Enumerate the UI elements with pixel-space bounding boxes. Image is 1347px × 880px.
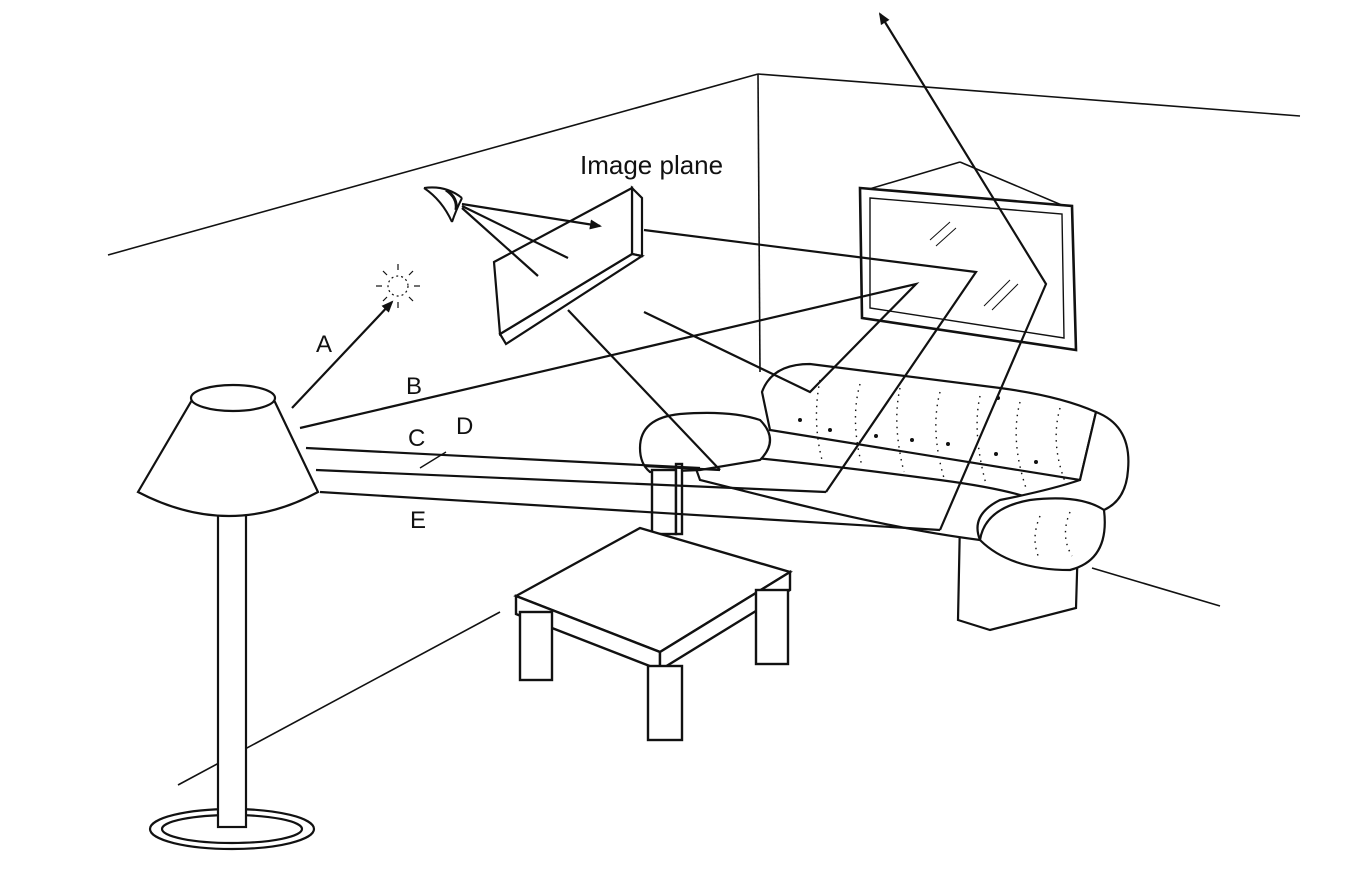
table-leg-back-left: [650, 468, 678, 536]
table-leg-front-center: [646, 664, 684, 742]
image-plane-face: [492, 186, 634, 336]
wall-corner-edge: [757, 73, 761, 373]
ceiling-edge-right: [757, 73, 1301, 117]
mirror-glint-2: [935, 227, 957, 247]
sofa-arm-right-scroll: [978, 497, 1105, 541]
floor-edge-right: [1091, 567, 1221, 607]
ray-label-b: B: [406, 373, 422, 400]
wall-mirror: [858, 161, 1078, 352]
ceiling-edge-left: [107, 73, 759, 256]
coffee-table: [513, 462, 793, 742]
table-leg-back-right: [674, 462, 684, 536]
mirror-frame: [858, 186, 1078, 352]
ray-label-d-leader: [419, 451, 447, 469]
eye-ray-3: [461, 207, 539, 277]
ray-label-c: C: [408, 425, 425, 452]
ray-a: [291, 300, 394, 409]
ray-label-a: A: [316, 331, 332, 358]
ray-label-e: E: [410, 507, 426, 534]
eye-ray-2: [461, 205, 569, 259]
sofa: [638, 362, 1130, 632]
mirror-glint-4: [991, 283, 1019, 311]
ray-c: [305, 446, 701, 470]
lamp-shade: [136, 398, 320, 517]
table-leg-front-left: [518, 610, 554, 682]
ray-b: [299, 282, 920, 430]
mirror-hanger-left: [865, 161, 961, 191]
ray-table-return: [643, 464, 721, 472]
light-burst-icon: [376, 264, 420, 308]
image-plane: [492, 185, 645, 346]
table-top: [513, 526, 793, 654]
ray-e: [319, 490, 941, 532]
lamp-pole: [216, 513, 248, 829]
eye-icon: [423, 186, 463, 223]
lamp-shade-top: [189, 383, 277, 413]
mirror-glint-1: [929, 221, 951, 241]
ray-d-reflected: [643, 228, 978, 493]
ray-label-d: D: [456, 413, 473, 440]
sofa-arm-left: [638, 411, 772, 474]
mirror-hanger-right: [959, 161, 1065, 207]
sofa-back: [760, 362, 1098, 482]
image-plane-side: [630, 185, 644, 258]
table-leg-front-right: [754, 588, 790, 666]
ray-e-reflected: [878, 12, 1048, 531]
image-plane-label: Image plane: [580, 150, 723, 180]
mirror-glint-3: [983, 279, 1011, 307]
sofa-tufting: [815, 379, 1073, 561]
eye-ray-1: [461, 202, 602, 230]
light-rays: [291, 12, 1048, 532]
mirror-glass: [869, 197, 1065, 339]
ray-d: [315, 468, 827, 494]
floor-lamp: [136, 383, 320, 851]
ray-image-plane-to-table: [567, 309, 721, 471]
sofa-arm-right: [976, 410, 1130, 572]
